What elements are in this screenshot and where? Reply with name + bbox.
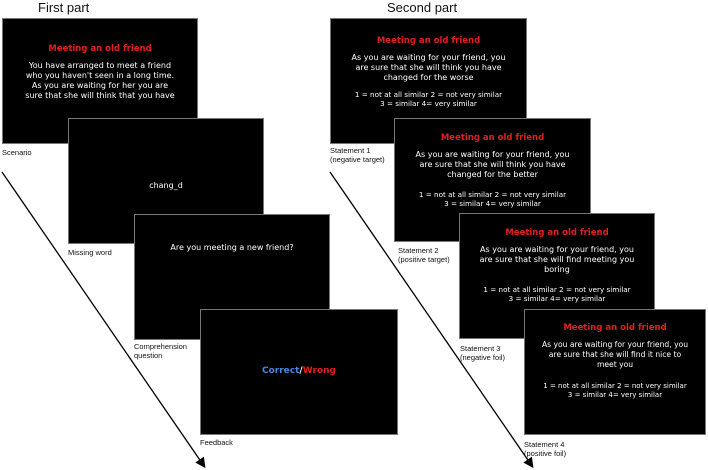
statement-text: As you are waiting for your friend, you … xyxy=(525,340,705,370)
statement-line: As you are waiting for your friend, you xyxy=(415,150,570,159)
comprehension-caption-line: Comprehension xyxy=(134,342,187,351)
statement-caption-line: (positive foil) xyxy=(524,449,567,458)
scenario-text: You have arranged to meet a friend who y… xyxy=(3,61,197,101)
first-part-timeline-arrow xyxy=(1,171,206,469)
statement-2-caption: Statement 2 (positive target) xyxy=(398,246,450,264)
feedback-slash: / xyxy=(299,366,303,376)
statement-line: meet you xyxy=(596,360,634,369)
statement-heading: Meeting an old friend xyxy=(440,133,545,143)
statement-caption-line: Statement 4 xyxy=(524,440,565,449)
statement-text: As you are waiting for your friend, you … xyxy=(331,53,526,83)
comprehension-text: Are you meeting a new friend? xyxy=(170,243,294,252)
rating-scale-line: 3 = similar 4= very similar xyxy=(380,99,477,108)
statement-line: changed for the better xyxy=(447,170,538,179)
feedback-text: Correct/Wrong xyxy=(201,366,397,376)
rating-scale-line: 1 = not at all similar 2 = not very simi… xyxy=(354,90,503,99)
scenario-heading: Meeting an old friend xyxy=(48,44,152,54)
statement-line: As you are waiting for your friend, you xyxy=(480,245,634,254)
statement-heading: Meeting an old friend xyxy=(376,36,481,46)
rating-scale: 1 = not at all similar 2 = not very simi… xyxy=(331,90,526,108)
second-part-title: Second part xyxy=(387,0,458,15)
rating-scale-line: 3 = similar 4= very similar xyxy=(444,199,541,208)
feedback-correct: Correct xyxy=(262,366,300,376)
statement-line: are sure that she will find it nice to xyxy=(548,350,682,359)
statement-caption-line: (positive target) xyxy=(398,255,450,264)
rating-scale-line: 3 = similar 4= very similar xyxy=(508,294,606,303)
scenario-caption: Scenario xyxy=(2,148,32,157)
rating-scale: 1 = not at all similar 2 = not very simi… xyxy=(460,285,654,303)
statement-line: are sure that she will find meeting you xyxy=(479,255,635,264)
statement-heading: Meeting an old friend xyxy=(563,323,667,333)
statement-line: As you are waiting for your friend, you xyxy=(541,340,689,349)
statement-caption-line: Statement 1 xyxy=(330,146,371,155)
statement-1-caption: Statement 1 (negative target) xyxy=(330,146,385,164)
rating-scale-line: 3 = similar 4= very similar xyxy=(567,391,663,399)
comprehension-caption-line: question xyxy=(134,351,163,360)
second-part-timeline-arrow xyxy=(329,171,534,469)
statement-4-screen: Meeting an old friend As you are waiting… xyxy=(524,309,706,435)
scenario-line: sure that she will think that you have xyxy=(25,91,175,100)
statement-line: are sure that she will think you have xyxy=(355,63,502,72)
statement-line: changed for the worse xyxy=(383,73,474,82)
scenario-line: You have arranged to meet a friend xyxy=(28,61,172,70)
rating-scale-line: 1 = not at all similar 2 = not very simi… xyxy=(483,285,631,294)
missing-word-text: chang_d xyxy=(149,181,183,190)
statement-text: As you are waiting for your friend, you … xyxy=(460,245,654,275)
scenario-screen: Meeting an old friend You have arranged … xyxy=(2,18,198,144)
rating-scale: 1 = not at all similar 2 = not very simi… xyxy=(395,190,590,208)
statement-caption-line: (negative target) xyxy=(330,155,385,164)
statement-line: boring xyxy=(544,265,570,274)
feedback-caption: Feedback xyxy=(200,438,233,447)
first-part-title: First part xyxy=(38,0,90,15)
statement-line: As you are waiting for your friend, you xyxy=(351,53,506,62)
rating-scale-line: 1 = not at all similar 2 = not very simi… xyxy=(543,382,687,390)
scenario-line: As you are waiting for her you are xyxy=(31,81,169,90)
rating-scale: 1 = not at all similar 2 = not very simi… xyxy=(525,382,705,400)
missing-word-caption: Missing word xyxy=(68,248,112,257)
statement-caption-line: Statement 3 xyxy=(460,344,501,353)
statement-heading: Meeting an old friend xyxy=(505,228,609,238)
comprehension-caption: Comprehension question xyxy=(134,342,187,360)
feedback-screen: Correct/Wrong xyxy=(200,309,398,435)
statement-caption-line: Statement 2 xyxy=(398,246,439,255)
feedback-wrong: Wrong xyxy=(302,366,336,376)
statement-4-caption: Statement 4 (positive foil) xyxy=(524,440,566,458)
statement-3-caption: Statement 3 (negative foil) xyxy=(460,344,505,362)
statement-line: are sure that she will think you have xyxy=(419,160,566,169)
statement-caption-line: (negative foil) xyxy=(460,353,506,362)
scenario-line: who you haven't seen in a long time. xyxy=(25,71,175,80)
rating-scale-line: 1 = not at all similar 2 = not very simi… xyxy=(418,190,567,199)
statement-text: As you are waiting for your friend, you … xyxy=(395,150,590,180)
